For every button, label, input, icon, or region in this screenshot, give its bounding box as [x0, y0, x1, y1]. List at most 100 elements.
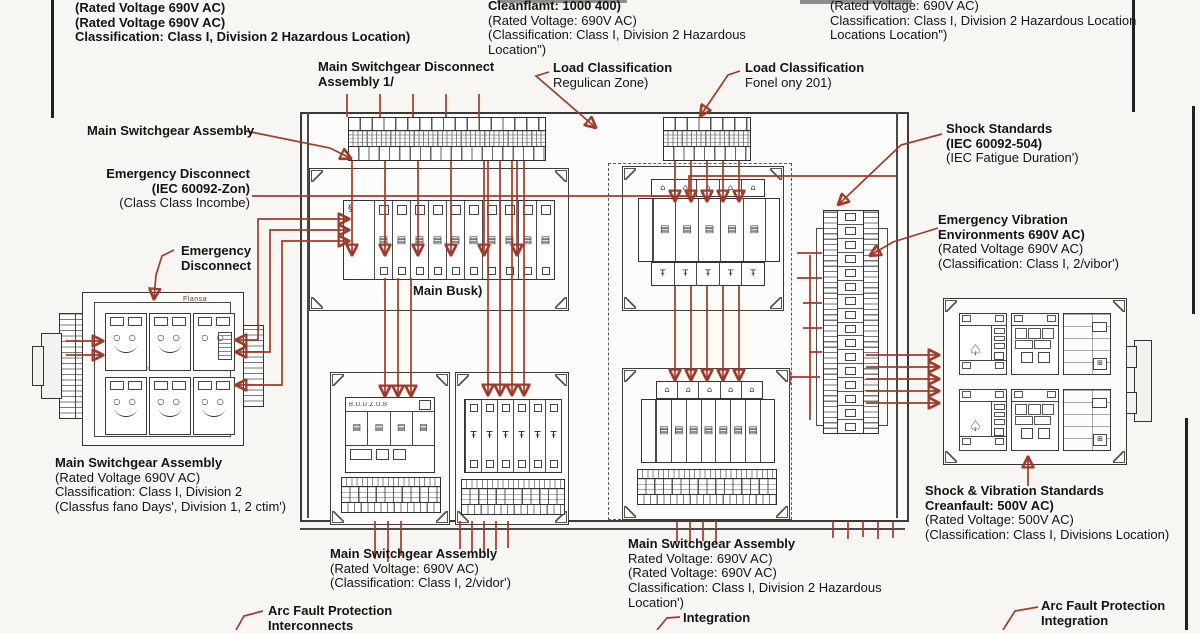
label-line: Main Switchgear Assembly	[628, 536, 796, 551]
pin-icon	[501, 460, 510, 468]
t-pin-icon: Ŧ	[660, 268, 666, 279]
spec-line: (Rated Voltage 690V AC)	[75, 14, 226, 30]
breaker-icon: ▤	[486, 235, 497, 246]
label-line: Shock & Vibration Standards	[925, 483, 1104, 498]
label-assembly-bottom-center: Main Switchgear Assembly (Rated Voltage:…	[330, 546, 511, 591]
pin-icon	[962, 438, 971, 445]
breaker-cell: ▤	[720, 199, 742, 261]
breaker-cell: Ŧ	[529, 400, 545, 472]
contact-icons: ○ ○	[201, 333, 227, 342]
breaker-cell: ▤	[730, 400, 745, 462]
control-device: B.U.U.Z.U.B ▤ ▤▤▤	[345, 397, 435, 473]
module-body: ♤	[960, 402, 1006, 436]
cropped-text-artifact	[497, 0, 627, 3]
pin-icon	[468, 205, 479, 215]
contact-icon	[993, 404, 1005, 410]
terminal-cell	[838, 363, 863, 377]
breaker-cell: ▤	[428, 201, 446, 279]
terminal-strip-top-right	[663, 117, 751, 161]
breaker-icon: ▤	[659, 425, 669, 436]
pin-cell: Ŧ	[673, 263, 697, 285]
pin-icon	[379, 267, 388, 275]
grid-icon: ⊞	[1093, 434, 1107, 446]
spec-line: (Rated Voltage 690V AC)	[75, 0, 226, 15]
module-pins	[150, 378, 190, 390]
pin-icon	[995, 438, 1004, 445]
contact-icon	[1041, 328, 1054, 339]
t-pin-icon: Ŧ	[705, 268, 711, 279]
contact-row	[1015, 416, 1052, 425]
disconnect-module: ○ ○	[193, 313, 235, 371]
contact-icon	[1015, 404, 1028, 415]
frame-line-right-upper	[1192, 106, 1195, 314]
pin-icon	[533, 404, 542, 412]
pin-cell: ⌂	[673, 180, 697, 196]
pin-icon	[450, 205, 461, 215]
breaker-icon: ▤	[703, 425, 714, 436]
breaker-icon: ▤	[414, 235, 425, 246]
label-main-assembly-left: Main Switchgear Assembly	[87, 123, 254, 139]
label-top-center-specs: Cleanflamt: 1000 400) (Rated Voltage: 69…	[488, 0, 746, 58]
window-icon	[1037, 352, 1050, 363]
label-emergency-disconnect-2: Emergency Disconnect	[178, 243, 254, 273]
label-arc-fault-right: Arc Fault Protection Integration	[1041, 598, 1165, 628]
label-line: Load Classification	[553, 60, 673, 75]
module-header	[1012, 390, 1058, 402]
strip-hatch-column	[824, 211, 837, 433]
terminal-cell	[838, 419, 863, 433]
contact-icon	[993, 335, 1005, 342]
spec-line: (Rated Voltage: 690V AC)	[830, 0, 979, 13]
coil-icon: ▤	[352, 423, 361, 433]
pin-icon	[415, 267, 424, 275]
label-line: (Rated Voltage: 500V AC)	[925, 512, 1074, 528]
terminal-cell	[838, 335, 863, 349]
corner-bracket-icon	[945, 451, 957, 463]
pin-icon	[154, 381, 168, 390]
label-line: (Rated Voltage 690V AC)	[938, 241, 1084, 257]
module-pins	[150, 314, 190, 326]
label-top-right-specs: (Rated Voltage: 690V AC) Classification:…	[830, 0, 1136, 43]
pin-cell: ⌂	[696, 180, 719, 196]
label-line: (Classification: Class I, 2/vibor')	[938, 256, 1119, 272]
terminal-pin-icon	[845, 213, 856, 222]
corner-bracket-icon	[624, 168, 636, 180]
terminal-pin-icon	[845, 422, 856, 431]
breaker-icon: ▤	[504, 235, 515, 246]
label-assembly-bottom-right: Main Switchgear Assembly Rated Voltage: …	[628, 536, 882, 610]
label-line: (IEC 60092-Zon)	[151, 180, 250, 196]
pin-icon	[533, 460, 542, 468]
spec-line: Location")	[488, 42, 547, 58]
contact-icon	[1028, 328, 1041, 339]
breaker-icon: ▤	[674, 425, 684, 436]
contact-icon	[1033, 416, 1051, 425]
label-assembly-bottom-left: Main Switchgear Assembly (Rated Voltage …	[55, 455, 286, 515]
plug-icon: ⌂	[728, 385, 734, 394]
pin-icon	[486, 205, 497, 215]
spade-icon: ♤	[968, 417, 983, 435]
corner-bracket-icon	[770, 297, 782, 309]
label-line: (IEC 60092-504)	[946, 135, 1043, 151]
label-line: (Rated Voltage: 690V AC)	[330, 560, 479, 576]
contact-row	[1015, 340, 1052, 349]
assembly-tag: Flansa	[183, 296, 208, 303]
breaker-cell: ▤	[518, 201, 536, 279]
pin-icon	[505, 267, 514, 275]
contact-icons: ○ ○	[157, 397, 183, 406]
breaker-cell: ▤	[715, 400, 730, 462]
pin-cell: ⌂	[719, 382, 741, 398]
switch-arc-icon	[115, 343, 137, 353]
strip-row	[638, 495, 776, 504]
breaker-group: ▤ ▤ ▤ ▤ ▤ ▤ ▤	[656, 400, 760, 462]
control-device-panel: B.U.U.Z.U.B ▤ ▤▤▤	[330, 372, 450, 525]
corner-bracket-icon	[555, 170, 567, 182]
breaker-icon: ▤	[682, 224, 692, 235]
t-pin-icon: Ŧ	[750, 268, 756, 279]
terminal-cell	[838, 251, 863, 266]
pin-icon	[517, 460, 526, 468]
tap-icon	[1092, 322, 1107, 332]
pin-icon	[216, 381, 230, 390]
device-cell: ▤	[346, 412, 367, 445]
pin-icon	[540, 205, 551, 215]
terminal-strip-vertical	[823, 210, 879, 434]
switch-arc-icon	[159, 407, 181, 417]
